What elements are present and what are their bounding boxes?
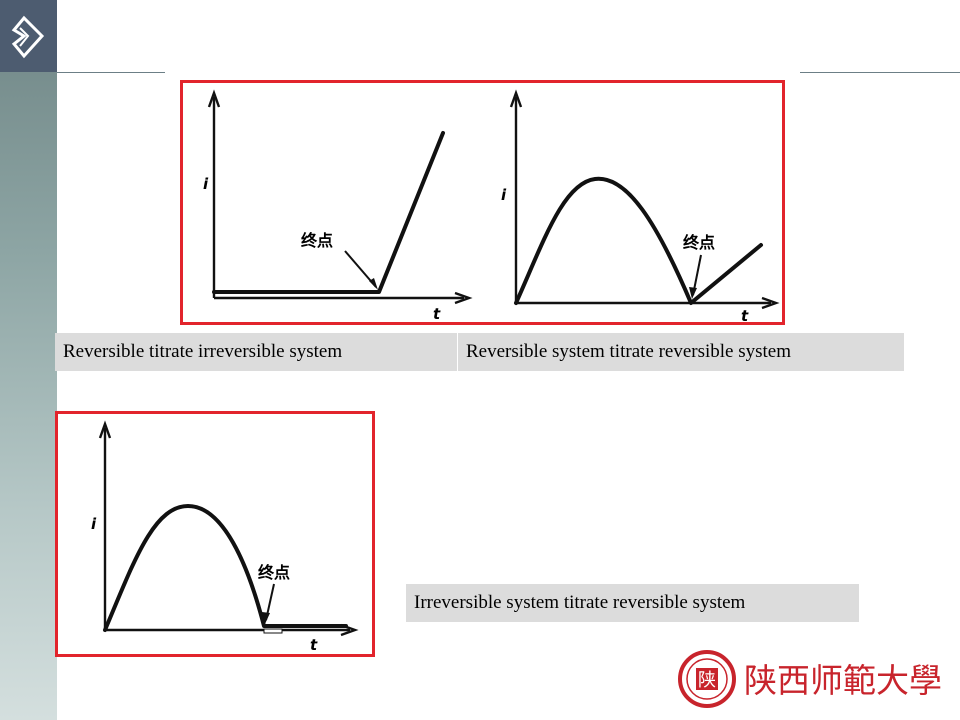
- x-axis-arrow: [454, 291, 473, 305]
- endpoint-label: 终点: [301, 231, 333, 250]
- y-axis-arrow: [207, 89, 221, 108]
- diagram-irreversible-system: i t 终点: [203, 89, 473, 323]
- x-axis-label: t: [310, 636, 318, 654]
- chevron-logo-icon: [11, 15, 45, 59]
- titration-curve: [103, 504, 348, 632]
- university-seal-icon: [678, 650, 736, 708]
- y-axis-arrow: [509, 89, 523, 108]
- endpoint-label: 终点: [258, 563, 290, 582]
- endpoint-arrowhead: [262, 612, 270, 624]
- side-bar: [0, 0, 57, 720]
- diagram-irreversible-titrate-reversible: i t 终点: [91, 420, 359, 654]
- y-axis-label: i: [203, 175, 209, 193]
- bottom-diagram-frame: i t 终点: [55, 411, 375, 657]
- y-axis-arrow: [98, 420, 112, 439]
- y-axis-label: i: [501, 186, 507, 204]
- caption-irreversible-titrate-reversible: Irreversible system titrate reversible s…: [406, 584, 859, 622]
- diagram-reversible-system: i t 终点: [501, 89, 780, 325]
- endpoint-arrowhead: [689, 287, 697, 299]
- seal-character: 陕: [698, 670, 716, 691]
- x-axis-label: t: [741, 307, 749, 322]
- slide-logo-box: [0, 0, 57, 72]
- x-axis-label: t: [433, 305, 441, 322]
- caption-reversible-system: Reversible system titrate reversible sys…: [458, 333, 904, 371]
- university-logo: 陕 陕西师範大學: [676, 648, 946, 715]
- endpoint-arrowhead: [369, 278, 378, 290]
- endpoint-marker: [263, 628, 283, 634]
- top-diagram-frame: i t 终点 i t 终点: [180, 80, 785, 325]
- caption-irreversible-system: Reversible titrate irreversible system: [55, 333, 457, 371]
- x-axis-arrow: [761, 296, 780, 310]
- bottom-diagram: i t 终点: [91, 420, 359, 654]
- header-rule-left: [57, 72, 165, 73]
- endpoint-label: 终点: [683, 233, 715, 252]
- titration-curve: [514, 176, 763, 305]
- y-axis-label: i: [91, 515, 97, 533]
- titration-curve: [212, 131, 445, 294]
- university-name: 陕西师範大學: [744, 661, 942, 700]
- top-diagrams: i t 终点 i t 终点: [203, 89, 780, 325]
- header-rule-right: [800, 72, 960, 73]
